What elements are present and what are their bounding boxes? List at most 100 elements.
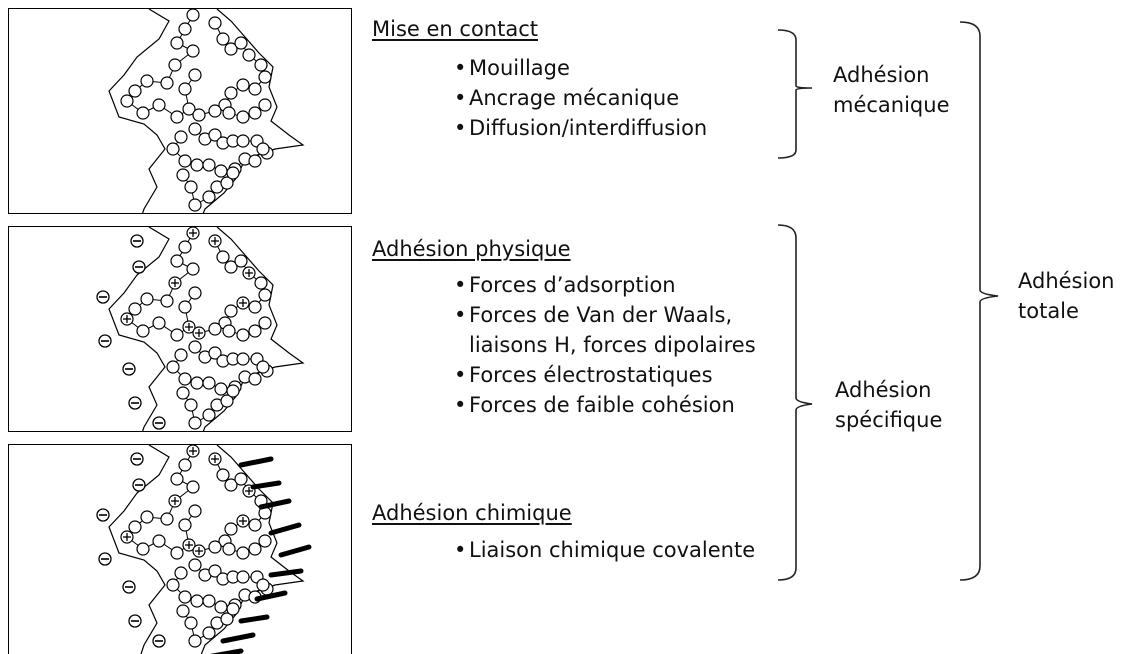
chain-bead [178, 590, 192, 604]
chain-bead [224, 478, 238, 492]
chain-bead [236, 570, 250, 584]
chain-bead [176, 386, 190, 400]
chain-bead [178, 154, 192, 168]
chain-bead [224, 522, 238, 536]
chain-bead [184, 398, 198, 412]
label-line: totale [1018, 299, 1079, 323]
item-label: Forces de faible cohésion [469, 393, 735, 417]
chain-bead [188, 122, 202, 136]
label-adhesion-mecanique: Adhésion mécanique [833, 60, 950, 120]
chain-bead [236, 134, 250, 148]
polymer-chain [198, 240, 266, 334]
chain-bead [178, 240, 192, 254]
chain-bead [248, 82, 262, 96]
chain-bead [208, 540, 222, 554]
chain-bead [224, 42, 238, 56]
chain-bead [258, 98, 272, 112]
chain-bead [236, 78, 250, 92]
list-chemical: •Liaison chimique covalente [454, 535, 755, 565]
chain-bead [258, 288, 272, 302]
interface-chemical-drawing [96, 445, 312, 654]
chain-bead [188, 558, 202, 572]
list-item-continuation: liaisons H, forces dipolaires [454, 330, 756, 360]
chain-bead [170, 110, 184, 124]
chain-bead [224, 304, 238, 318]
chain-bead [202, 158, 216, 172]
chain-bead [182, 102, 196, 116]
brace-total [959, 21, 999, 581]
chain-bead [170, 546, 184, 560]
item-label: Liaison chimique covalente [469, 538, 756, 562]
chain-bead [214, 600, 228, 614]
panel-chemical-illustration [8, 444, 352, 654]
chain-bead [254, 276, 268, 290]
chain-bead [202, 190, 216, 204]
chain-bead [188, 340, 202, 354]
covalent-bond [220, 632, 256, 644]
chain-bead [190, 594, 204, 608]
chain-bead [222, 542, 236, 556]
chain-bead [224, 260, 238, 274]
heading-contact: Mise en contact [372, 17, 538, 41]
chain-bead [208, 16, 222, 30]
chain-bead [248, 518, 262, 532]
chain-bead [190, 376, 204, 390]
label-line: Adhésion [1018, 269, 1115, 293]
chain-bead [176, 168, 190, 182]
chain-bead [226, 602, 240, 616]
list-item: •Forces de faible cohésion [454, 390, 756, 420]
list-physical: •Forces d’adsorption •Forces de Van der … [454, 270, 756, 420]
item-label: Forces d’adsorption [469, 273, 676, 297]
chain-bead [168, 58, 182, 72]
item-label: Forces électrostatiques [469, 363, 713, 387]
chain-bead [236, 352, 250, 366]
interface-line-left [108, 9, 170, 213]
chain-bead [202, 594, 216, 608]
label-line: spécifique [835, 408, 943, 432]
bullet-icon: • [454, 363, 467, 387]
chain-bead [208, 346, 222, 360]
item-label: Forces de Van der Waals, [469, 303, 733, 327]
list-item: •Liaison chimique covalente [454, 535, 755, 565]
chain-bead [234, 36, 248, 50]
covalent-bond [250, 480, 282, 490]
chain-bead [170, 254, 184, 268]
heading-physical: Adhésion physique [372, 237, 571, 261]
list-contact: •Mouillage •Ancrage mécanique •Diffusion… [454, 53, 707, 143]
chain-bead [234, 254, 248, 268]
item-label: Diffusion/interdiffusion [469, 116, 708, 140]
chain-bead [166, 360, 180, 374]
chain-bead [178, 300, 192, 314]
covalent-bond [238, 456, 274, 468]
chain-bead [226, 166, 240, 180]
chain-bead [186, 9, 200, 22]
chain-bead [176, 604, 190, 618]
chain-bead [258, 316, 272, 330]
chain-bead [190, 158, 204, 172]
label-line: Adhésion [833, 63, 930, 87]
chain-bead [214, 382, 228, 396]
chain-bead [236, 110, 250, 124]
list-item: •Forces électrostatiques [454, 360, 756, 390]
panel-physical-illustration [8, 226, 352, 432]
chain-bead [236, 546, 250, 560]
chain-bead [216, 32, 230, 46]
chain-bead [208, 104, 222, 118]
chain-bead [220, 176, 234, 190]
item-label: Mouillage [469, 56, 570, 80]
chain-bead [136, 324, 150, 338]
chain-bead [160, 294, 174, 308]
chain-bead [186, 262, 200, 276]
chain-bead [202, 626, 216, 640]
chain-bead [192, 108, 206, 122]
polymer-chain [198, 458, 266, 552]
chain-bead [178, 22, 192, 36]
chain-bead [248, 106, 262, 120]
chain-bead [248, 372, 262, 386]
chain-bead [136, 542, 150, 556]
chain-bead [188, 198, 202, 212]
list-item: •Mouillage [454, 53, 707, 83]
chain-bead [258, 534, 272, 548]
chain-bead [128, 84, 142, 98]
chain-bead [222, 106, 236, 120]
